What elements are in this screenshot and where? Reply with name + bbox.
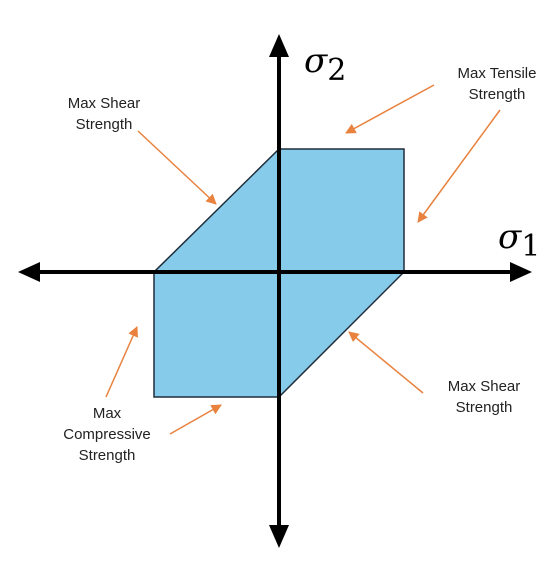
sigma2-axis-label: σ2 <box>304 44 346 86</box>
sigma2-symbol: σ <box>304 41 328 81</box>
arrow-max-shear-top <box>137 130 217 205</box>
sigma1-symbol: σ <box>498 217 522 257</box>
label-max-shear-top: Max Shear Strength <box>67 95 141 133</box>
sigma2-axis-bottom-arrowhead <box>269 525 289 548</box>
arrow-max-shear-bottom <box>348 331 424 394</box>
sigma1-axis-label: σ1 <box>498 220 540 262</box>
sigma1-axis-right-arrowhead <box>510 262 532 282</box>
label-max-tensile: Max Tensile Strength <box>457 65 537 103</box>
label-max-shear-bottom: Max Shear Strength <box>447 378 521 416</box>
sigma2-axis-top-arrowhead <box>269 34 289 57</box>
sigma2-subscript: 2 <box>327 53 347 88</box>
arrow-max-compressive-left <box>105 326 138 398</box>
label-max-compressive: Max Compressive Strength <box>63 405 151 464</box>
arrow-max-tensile-top <box>345 84 435 134</box>
sigma1-subscript: 1 <box>521 229 541 264</box>
arrow-max-tensile-right <box>417 109 501 223</box>
sigma1-axis-left-arrowhead <box>18 262 40 282</box>
arrow-max-compressive-bottom <box>169 404 222 435</box>
